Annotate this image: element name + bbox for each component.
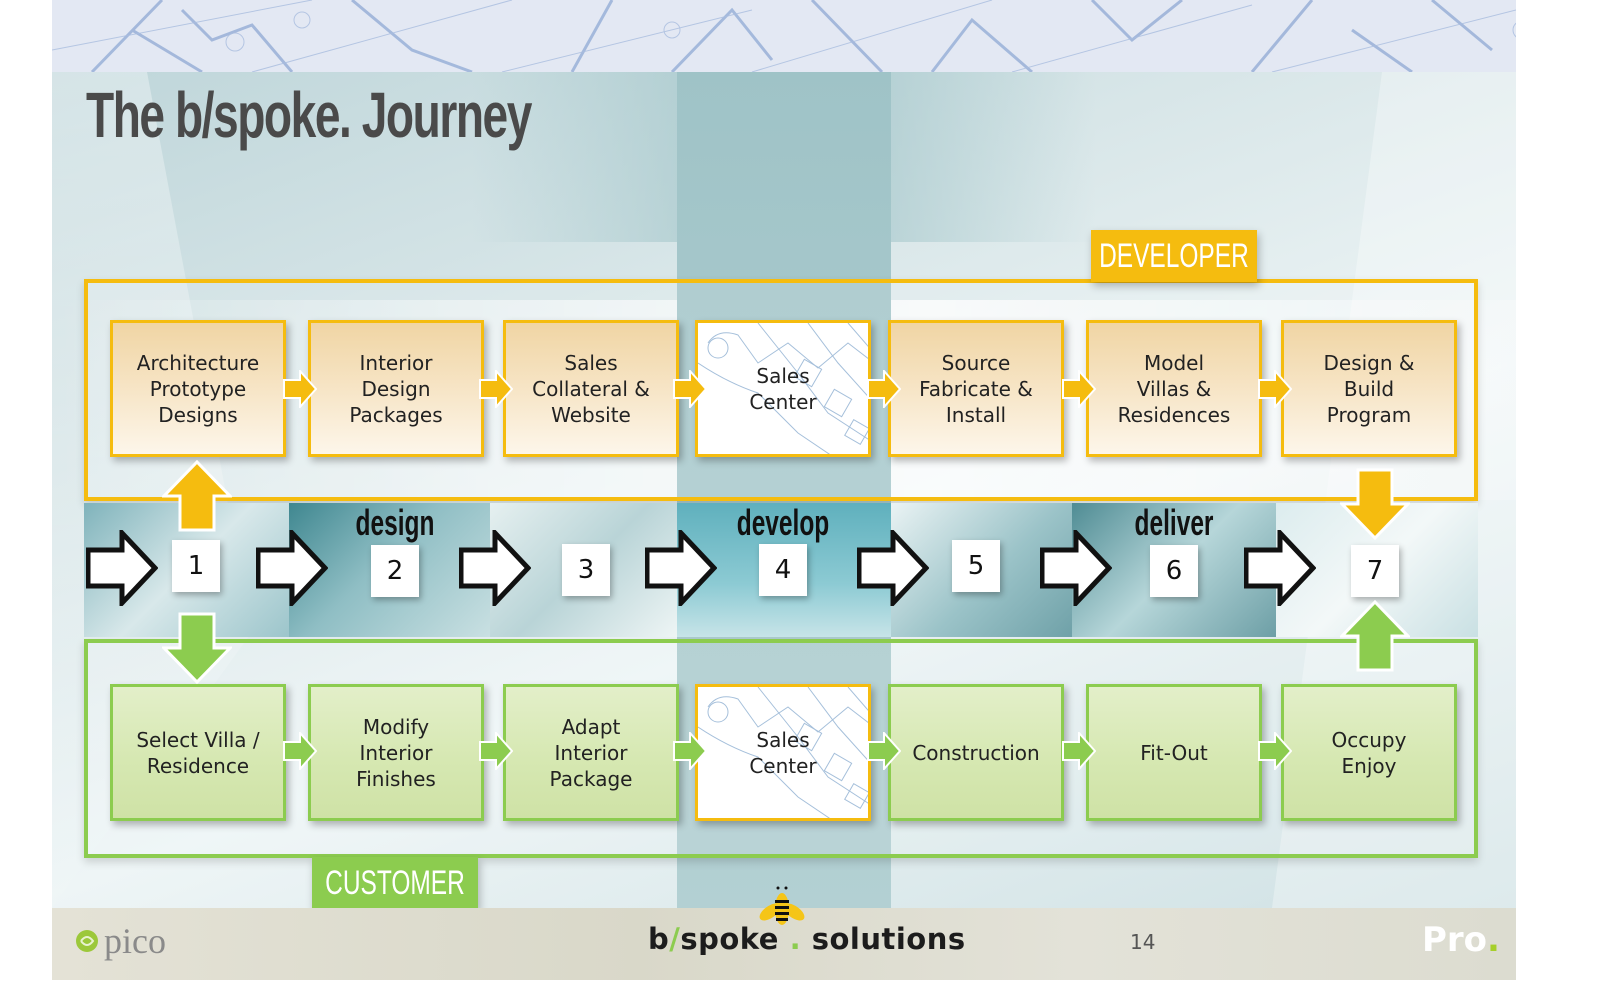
arrow-down-icon <box>1340 468 1410 540</box>
step-label: Interior Design Packages <box>349 350 443 427</box>
stage-number-badge: 7 <box>1351 545 1399 597</box>
pico-logo: pico <box>74 920 166 962</box>
blueprint-pattern <box>698 323 868 454</box>
brand-text: b <box>648 922 670 956</box>
stage-number-badge: 3 <box>562 544 610 596</box>
customer-step: Fit-Out <box>1086 684 1262 821</box>
brand-slash: / <box>669 922 681 956</box>
step-label: Source Fabricate & Install <box>919 350 1033 427</box>
customer-lane-label: CUSTOMER <box>312 857 478 909</box>
developer-step: Source Fabricate & Install <box>888 320 1064 457</box>
step-label: Model Villas & Residences <box>1117 350 1231 427</box>
arrow-up-icon <box>1340 600 1410 672</box>
page-number: 14 <box>1130 930 1156 954</box>
step-label: Adapt Interior Package <box>549 714 633 791</box>
pro-logo-dot: . <box>1487 920 1500 960</box>
flow-arrow-icon <box>1258 370 1292 408</box>
stage-number-badge: 1 <box>172 540 220 592</box>
bspoke-solutions-logo: b/spoke . solutions <box>648 922 966 956</box>
customer-step: Occupy Enjoy <box>1281 684 1457 821</box>
developer-step: Model Villas & Residences <box>1086 320 1262 457</box>
stage-word-deliver: deliver <box>1134 502 1214 543</box>
pico-leaf-icon <box>76 930 98 952</box>
brand-text: spoke <box>680 922 790 956</box>
brand-dot: . <box>789 922 802 956</box>
stage-arrow-icon <box>1244 530 1316 606</box>
blueprint-pattern <box>698 687 868 818</box>
customer-step: Modify Interior Finishes <box>308 684 484 821</box>
flow-arrow-icon <box>1062 732 1096 770</box>
step-label: Select Villa / Residence <box>136 727 260 778</box>
flow-arrow-icon <box>673 732 707 770</box>
developer-step-sales-center: Sales Center <box>695 320 871 457</box>
developer-label-text: DEVELOPER <box>1099 236 1249 275</box>
stage-number-badge: 4 <box>759 544 807 596</box>
developer-step: Architecture Prototype Designs <box>110 320 286 457</box>
stage-arrow-icon <box>857 530 929 606</box>
stage-word-develop: develop <box>736 502 830 543</box>
step-label: Sales Center <box>749 363 817 414</box>
stage-arrow-icon <box>256 530 328 606</box>
slide-title: The b/spoke. Journey <box>86 79 532 151</box>
step-label: Sales Collateral & Website <box>532 350 650 427</box>
stage-number-badge: 5 <box>952 540 1000 592</box>
flow-arrow-icon <box>867 370 901 408</box>
stage-number-badge: 2 <box>371 545 419 597</box>
stage-arrow-icon <box>645 530 717 606</box>
flow-arrow-icon <box>283 370 317 408</box>
background-glow <box>891 72 1096 242</box>
flow-arrow-icon <box>1062 370 1096 408</box>
developer-lane-label: DEVELOPER <box>1091 230 1257 282</box>
customer-step: Adapt Interior Package <box>503 684 679 821</box>
developer-step: Sales Collateral & Website <box>503 320 679 457</box>
flow-arrow-icon <box>283 732 317 770</box>
customer-step: Select Villa / Residence <box>110 684 286 821</box>
pro-logo-text: Pro <box>1422 920 1488 960</box>
step-label: Occupy Enjoy <box>1331 727 1407 778</box>
arrow-down-icon <box>162 612 232 684</box>
developer-step: Design & Build Program <box>1281 320 1457 457</box>
slide: The b/spoke. Journey DEVELOPER CUSTOMER … <box>52 0 1516 980</box>
step-label: Modify Interior Finishes <box>356 714 436 791</box>
step-label: Sales Center <box>749 727 817 778</box>
step-label: Construction <box>912 740 1040 765</box>
stage-arrow-icon <box>86 530 158 606</box>
step-label: Architecture Prototype Designs <box>136 350 260 427</box>
blueprint-drawing <box>52 0 1516 72</box>
flow-arrow-icon <box>673 370 707 408</box>
pico-logo-text: pico <box>104 921 166 961</box>
step-label: Design & Build Program <box>1323 350 1415 427</box>
bee-icon <box>759 886 805 925</box>
flow-arrow-icon <box>867 732 901 770</box>
stage-word-design: design <box>355 502 435 543</box>
stage-arrow-icon <box>459 530 531 606</box>
customer-step-sales-center: Sales Center <box>695 684 871 821</box>
brand-text: solutions <box>801 922 966 956</box>
stage-arrow-icon <box>1040 530 1112 606</box>
flow-arrow-icon <box>479 732 513 770</box>
customer-label-text: CUSTOMER <box>325 863 465 902</box>
background-glow <box>472 72 677 242</box>
arrow-up-icon <box>162 460 232 532</box>
developer-step: Interior Design Packages <box>308 320 484 457</box>
blueprint-header-band <box>52 0 1516 72</box>
pro-logo: Pro. <box>1422 920 1500 960</box>
step-label: Fit-Out <box>1140 740 1208 765</box>
flow-arrow-icon <box>479 370 513 408</box>
stage-number-badge: 6 <box>1150 545 1198 597</box>
flow-arrow-icon <box>1258 732 1292 770</box>
customer-step: Construction <box>888 684 1064 821</box>
